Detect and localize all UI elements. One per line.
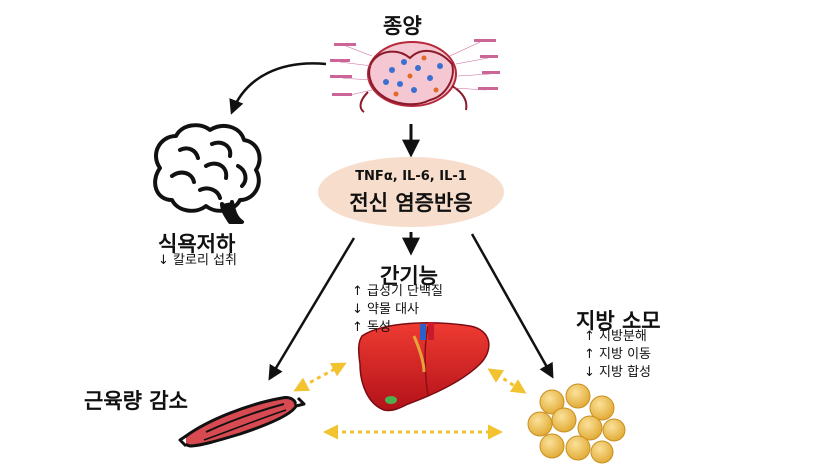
muscle-title: 근육량 감소 — [84, 389, 188, 413]
brain-icon — [153, 123, 262, 224]
arrow-tumor-to-brain — [229, 62, 327, 115]
inflammation-cytokines: TNFα, IL-6, IL-1 — [355, 169, 467, 184]
crosstalk-liver-fat — [487, 368, 527, 394]
appetite-effect: ↓ 칼로리 섭취 — [158, 253, 237, 268]
liver-effect: ↑ 독성 — [352, 320, 391, 335]
crosstalk-arrows — [293, 362, 527, 440]
liver-effect: ↓ 약물 대사 — [352, 302, 419, 317]
liver-effect: ↑ 급성기 단백질 — [352, 284, 443, 299]
liver-title: 간기능 — [380, 264, 438, 288]
arrow-inflammation-to-muscle — [268, 237, 356, 381]
fat-title: 지방 소모 — [576, 309, 661, 333]
inflammation-ellipse — [318, 157, 504, 227]
inflammation-title: 전신 염증반응 — [349, 191, 473, 215]
fat-effect: ↓ 지방 합성 — [584, 365, 651, 380]
muscle-icon — [178, 396, 306, 448]
fat-effects: ↑ 지방분해 ↑ 지방 이동 ↓ 지방 합성 — [584, 328, 651, 382]
fat-effect: ↑ 지방분해 — [584, 329, 647, 344]
arrows — [229, 62, 554, 381]
inflammation-node: TNFα, IL-6, IL-1 전신 염증반응 — [318, 157, 504, 227]
crosstalk-liver-muscle — [293, 362, 347, 392]
fat-effect: ↑ 지방 이동 — [584, 347, 651, 362]
liver-icon — [357, 322, 490, 412]
fat-cells-icon — [527, 383, 626, 464]
arrow-inflammation-to-fat — [470, 233, 554, 379]
appetite-title: 식욕저하 — [158, 232, 236, 256]
tumor-title: 종양 — [383, 14, 422, 38]
liver-effects: ↑ 급성기 단백질 ↓ 약물 대사 ↑ 독성 — [352, 283, 443, 337]
tumor-tissue-icon — [330, 36, 502, 116]
